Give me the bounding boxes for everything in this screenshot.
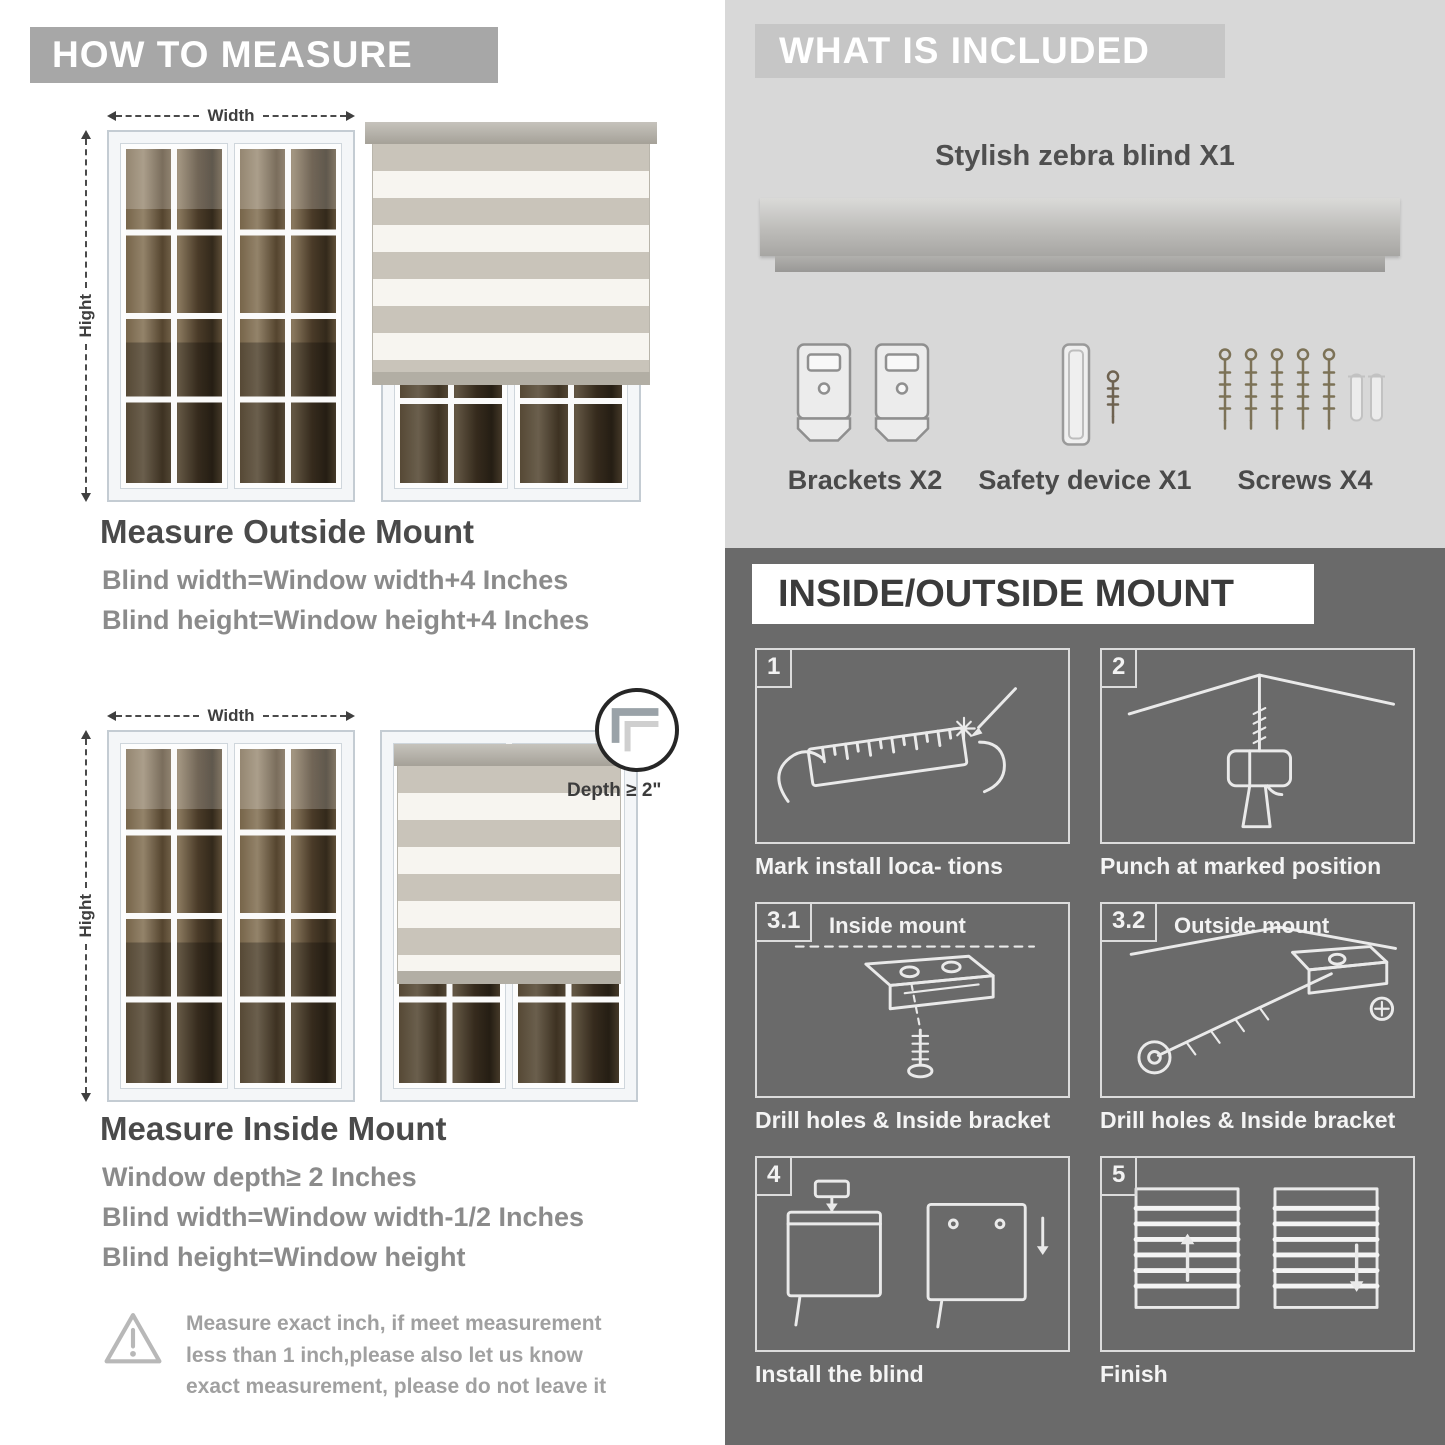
width-measure-arrow: Width bbox=[107, 106, 355, 126]
inside-width-formula: Blind width=Window width-1/2 Inches bbox=[102, 1202, 585, 1232]
item-label: Brackets X2 bbox=[787, 465, 943, 495]
step-number: 5 bbox=[1102, 1158, 1138, 1196]
step-number: 3.2 bbox=[1102, 904, 1158, 942]
mount-section-banner: INSIDE/OUTSIDE MOUNT bbox=[752, 564, 1314, 624]
outside-mount-blind-illustration bbox=[365, 122, 657, 502]
finish-blinds-icon bbox=[1133, 1187, 1380, 1309]
inside-height-formula: Blind height=Window height bbox=[102, 1242, 466, 1272]
step-number: 2 bbox=[1102, 650, 1138, 688]
step-panel: 5 bbox=[1100, 1156, 1415, 1352]
inside-mount-title: Measure Inside Mount bbox=[100, 1110, 447, 1147]
depth-label: Depth ≥ 2" bbox=[567, 780, 662, 801]
step-number: 1 bbox=[757, 650, 793, 688]
arrow-right-icon bbox=[346, 711, 355, 721]
arrow-down-icon bbox=[81, 1093, 91, 1102]
step-caption: Drill holes & Inside bracket bbox=[1100, 1107, 1396, 1133]
step-caption: Finish bbox=[1100, 1361, 1168, 1387]
step-3-2: 3.2 Outside mount Dri bbox=[1100, 902, 1415, 1134]
outside-bracket-drill-icon bbox=[1129, 925, 1397, 1075]
arrow-left-icon bbox=[107, 111, 116, 121]
window-corner-icon bbox=[611, 708, 659, 752]
item-label: Screws X4 bbox=[1237, 465, 1373, 495]
inside-mount-figure: Width Hight Dept bbox=[62, 688, 679, 1110]
step-1: 1 Mark install loca- tions bbox=[755, 648, 1070, 880]
outside-width-formula: Blind width=Window width+4 Inches bbox=[102, 565, 569, 595]
blind-headrail bbox=[365, 122, 657, 144]
warning-triangle-icon bbox=[104, 1313, 162, 1364]
safety-device-icon bbox=[1061, 343, 1120, 446]
step-panel: 1 bbox=[755, 648, 1070, 844]
height-measure-arrow: Hight bbox=[76, 130, 96, 502]
mount-steps-grid: 1 Mark install loca- tions bbox=[755, 648, 1415, 1388]
inside-depth-rule: Window depth≥ 2 Inches bbox=[102, 1162, 417, 1192]
window-illustration bbox=[107, 130, 355, 502]
step-sub-label: Inside mount bbox=[829, 913, 966, 938]
step-2: 2 Punch at marked position bbox=[1100, 648, 1415, 880]
what-is-included-section: WHAT IS INCLUDED Stylish zebra blind X1 bbox=[725, 0, 1445, 548]
blind-bottomrail bbox=[397, 971, 621, 984]
included-item-screws: Screws X4 bbox=[1195, 318, 1415, 496]
arrow-down-icon bbox=[81, 493, 91, 502]
step-caption: Drill holes & Inside bracket bbox=[755, 1107, 1051, 1133]
step-caption: Punch at marked position bbox=[1100, 853, 1382, 879]
how-to-measure-banner: HOW TO MEASURE bbox=[30, 27, 498, 83]
what-is-included-banner: WHAT IS INCLUDED bbox=[755, 24, 1225, 78]
step-caption: Install the blind bbox=[755, 1361, 924, 1387]
mark-location-icon bbox=[777, 687, 1017, 803]
window-illustration bbox=[107, 730, 355, 1102]
step-number: 4 bbox=[757, 1158, 793, 1196]
included-item-safety-device: Safety device X1 bbox=[975, 318, 1195, 496]
arrow-right-icon bbox=[346, 111, 355, 121]
inside-mount-blind-illustration bbox=[380, 730, 638, 1102]
window-sash bbox=[234, 143, 342, 489]
arrow-up-icon bbox=[81, 130, 91, 139]
blind-headrail bbox=[394, 744, 624, 766]
depth-magnifier-circle bbox=[595, 688, 679, 772]
measure-warning: Measure exact inch, if meet measurement … bbox=[100, 1308, 645, 1403]
zebra-blind-illustration bbox=[365, 122, 657, 385]
arrow-up-icon bbox=[81, 730, 91, 739]
included-item-brackets: Brackets X2 bbox=[755, 318, 975, 496]
step-panel: 2 bbox=[1100, 648, 1415, 844]
height-label: Hight bbox=[76, 894, 95, 938]
screws-icon bbox=[1218, 348, 1385, 430]
product-label: Stylish zebra blind X1 bbox=[935, 140, 1235, 172]
outside-mount-figure: Width Hight bbox=[62, 100, 662, 510]
step-4: 4 Ins bbox=[755, 1156, 1070, 1388]
arrow-left-icon bbox=[107, 711, 116, 721]
inside-bracket-screw-icon bbox=[794, 945, 1036, 1079]
step-panel: 4 bbox=[755, 1156, 1070, 1352]
blind-headrail-lip bbox=[775, 256, 1385, 272]
blind-headrail-photo bbox=[760, 198, 1400, 256]
blind-stripes bbox=[397, 766, 621, 971]
brackets-icon bbox=[796, 343, 930, 442]
width-label: Width bbox=[207, 106, 255, 125]
step-5: 5 Finish bbox=[1100, 1156, 1415, 1388]
install-blind-icon bbox=[786, 1179, 1049, 1329]
step-sub-label: Outside mount bbox=[1174, 913, 1330, 938]
included-items-row: Brackets X2 Safety device bbox=[755, 318, 1415, 496]
outside-mount-title: Measure Outside Mount bbox=[100, 513, 475, 550]
step-3-1: 3.1 Inside mount Dril bbox=[755, 902, 1070, 1134]
height-measure-arrow: Hight bbox=[76, 730, 96, 1102]
zebra-blind-illustration bbox=[394, 744, 624, 984]
width-measure-arrow: Width bbox=[107, 706, 355, 726]
warning-text: Measure exact inch, if meet measurement … bbox=[186, 1312, 607, 1398]
step-number: 3.1 bbox=[757, 904, 813, 942]
step-panel: 3.1 Inside mount bbox=[755, 902, 1070, 1098]
drill-icon bbox=[1127, 673, 1396, 829]
blind-bottomrail bbox=[372, 372, 650, 385]
blind-stripes bbox=[372, 144, 650, 372]
width-label: Width bbox=[207, 706, 255, 725]
item-label: Safety device X1 bbox=[978, 465, 1192, 495]
height-label: Hight bbox=[76, 294, 95, 338]
step-caption: Mark install loca- tions bbox=[755, 853, 1003, 879]
step-panel: 3.2 Outside mount bbox=[1100, 902, 1415, 1098]
mount-instructions-section: INSIDE/OUTSIDE MOUNT 1 bbox=[725, 548, 1445, 1445]
window-sash bbox=[120, 143, 228, 489]
outside-height-formula: Blind height=Window height+4 Inches bbox=[102, 605, 590, 635]
